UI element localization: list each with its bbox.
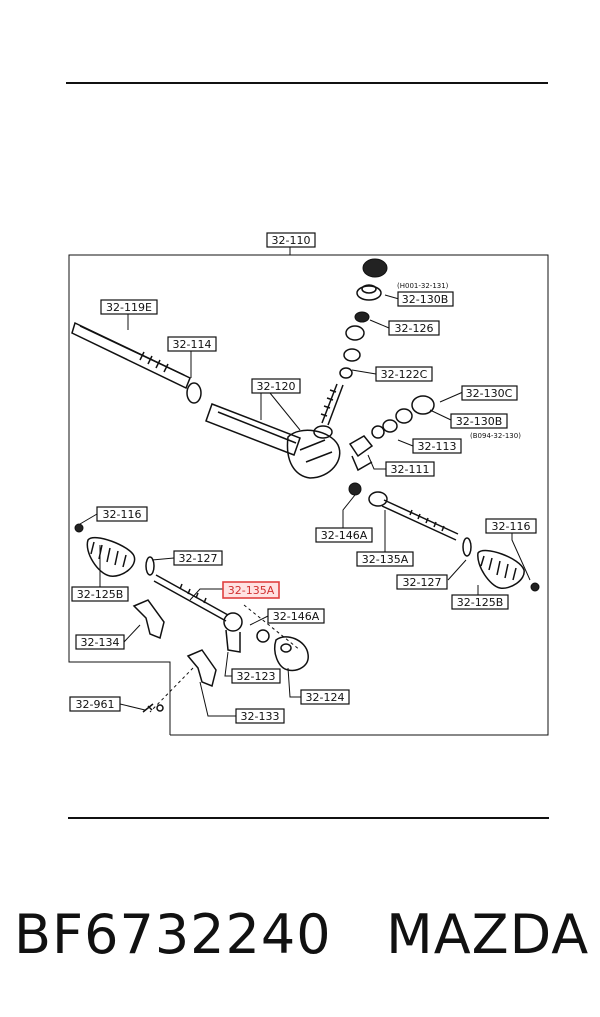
- label-text: 32-113: [418, 440, 457, 453]
- label-text: 32-130B: [456, 415, 503, 428]
- label-32-110: 32-110: [266, 232, 316, 248]
- label-32-127-left: 32-127: [173, 550, 223, 566]
- label-32-133: 32-133: [235, 708, 285, 724]
- left-tie-rod-group: [74, 523, 309, 713]
- label-32-119e: 32-119E: [100, 299, 158, 315]
- label-32-130c: 32-130C: [461, 385, 518, 401]
- label-32-111: 32-111: [385, 461, 435, 477]
- label-text: 32-120: [257, 380, 296, 393]
- frame-outline: [68, 254, 549, 736]
- label-text: 32-125B: [457, 596, 504, 609]
- label-32-134: 32-134: [75, 634, 125, 650]
- label-32-125b-left: 32-125B: [71, 586, 129, 602]
- label-32-124: 32-124: [300, 689, 350, 705]
- label-32-130b-mid: 32-130B: [450, 413, 508, 429]
- footer-spacer: [332, 903, 387, 966]
- label-text: 32-116: [492, 520, 531, 533]
- label-text: 32-134: [81, 636, 120, 649]
- label-text: 32-135A: [362, 553, 409, 566]
- label-32-146a-right: 32-146A: [315, 527, 373, 543]
- part-number-footer: BF6732240 MAZDA: [14, 900, 594, 970]
- label-32-113: 32-113: [412, 438, 462, 454]
- label-text: 32-110: [272, 234, 311, 247]
- label-text: 32-146A: [273, 610, 320, 623]
- leader-lines: [79, 294, 531, 717]
- label-text: 32-116: [103, 508, 142, 521]
- label-text: 32-146A: [321, 529, 368, 542]
- label-text: 32-123: [237, 670, 276, 683]
- yoke-parts: [348, 395, 435, 472]
- label-32-122c: 32-122C: [375, 366, 433, 382]
- label-32-123: 32-123: [231, 668, 281, 684]
- label-text: 32-135A: [228, 584, 275, 597]
- label-text: 32-124: [306, 691, 345, 704]
- label-text: 32-111: [391, 463, 430, 476]
- label-text: 32-126: [395, 322, 434, 335]
- label-text: 32-133: [241, 710, 280, 723]
- label-text: 32-961: [76, 698, 115, 711]
- label-text: 32-125B: [77, 588, 124, 601]
- label-32-127-right: 32-127: [396, 574, 448, 590]
- label-text: 32-122C: [381, 368, 428, 381]
- right-tie-rod-group: [348, 482, 540, 592]
- label-32-135a-right: 32-135A: [356, 551, 414, 567]
- label-32-126: 32-126: [388, 320, 440, 336]
- top-rule: [66, 82, 548, 84]
- note-b094: (B094-32-130): [470, 432, 521, 440]
- label-32-116-right: 32-116: [485, 518, 537, 534]
- brand-name: MAZDA: [386, 903, 590, 966]
- label-32-961: 32-961: [69, 696, 121, 712]
- label-32-130b-top: 32-130B: [397, 291, 454, 307]
- label-32-114: 32-114: [167, 336, 217, 352]
- label-text: 32-119E: [106, 301, 152, 314]
- label-32-135a-highlighted: 32-135A: [222, 581, 280, 599]
- label-32-120: 32-120: [251, 378, 301, 394]
- bottom-rule: [68, 817, 549, 819]
- note-h001: (H001-32-131): [397, 282, 449, 290]
- label-text: 32-127: [179, 552, 218, 565]
- part-number: BF6732240: [14, 903, 332, 966]
- guide-dash-2: [149, 667, 194, 713]
- label-32-125b-right: 32-125B: [451, 594, 509, 610]
- rack-housing: [71, 321, 341, 479]
- label-text: 32-114: [173, 338, 212, 351]
- label-32-116-left: 32-116: [96, 506, 148, 522]
- pinion-parts: [320, 258, 388, 426]
- label-text: 32-130C: [466, 387, 513, 400]
- label-text: 32-127: [403, 576, 442, 589]
- label-32-146a-left: 32-146A: [267, 608, 325, 624]
- label-text: 32-130B: [402, 293, 449, 306]
